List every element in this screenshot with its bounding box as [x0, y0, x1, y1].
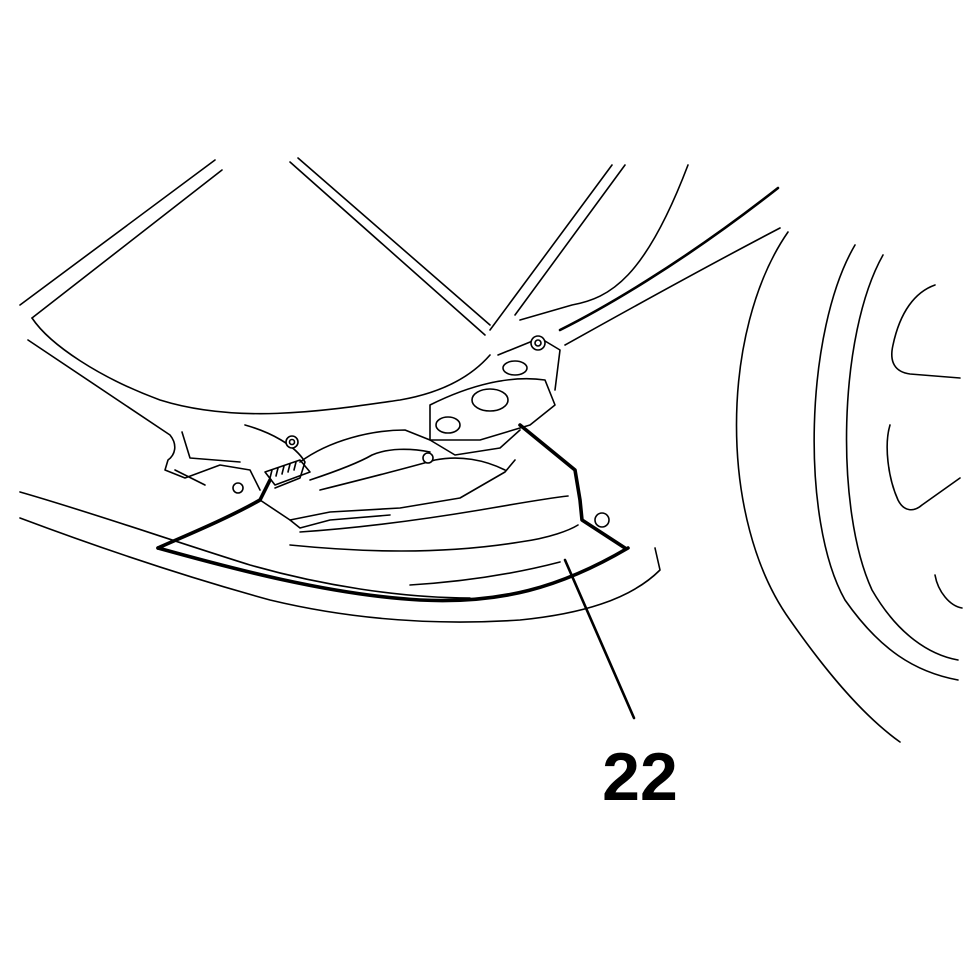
clip-icon [594, 512, 610, 528]
mounting-bracket [244, 337, 561, 491]
bolt-icon [285, 435, 299, 449]
fasteners [285, 335, 610, 528]
wheel-spokes [886, 284, 963, 609]
slot-icon [435, 416, 461, 434]
wheel [735, 231, 963, 743]
bolt-icon [422, 452, 434, 464]
bumper-fascia [19, 491, 661, 623]
hood-panel [19, 157, 491, 415]
slot-icon [502, 360, 528, 376]
slot-icon [471, 388, 509, 412]
connector [264, 459, 311, 486]
callout-22: 22 [563, 558, 678, 815]
leader-line [563, 558, 636, 720]
splash-shield [156, 423, 630, 603]
callout-label: 22 [602, 739, 678, 815]
pillar [489, 164, 781, 346]
latch-bracket [27, 339, 261, 494]
bolt-icon [530, 335, 546, 351]
